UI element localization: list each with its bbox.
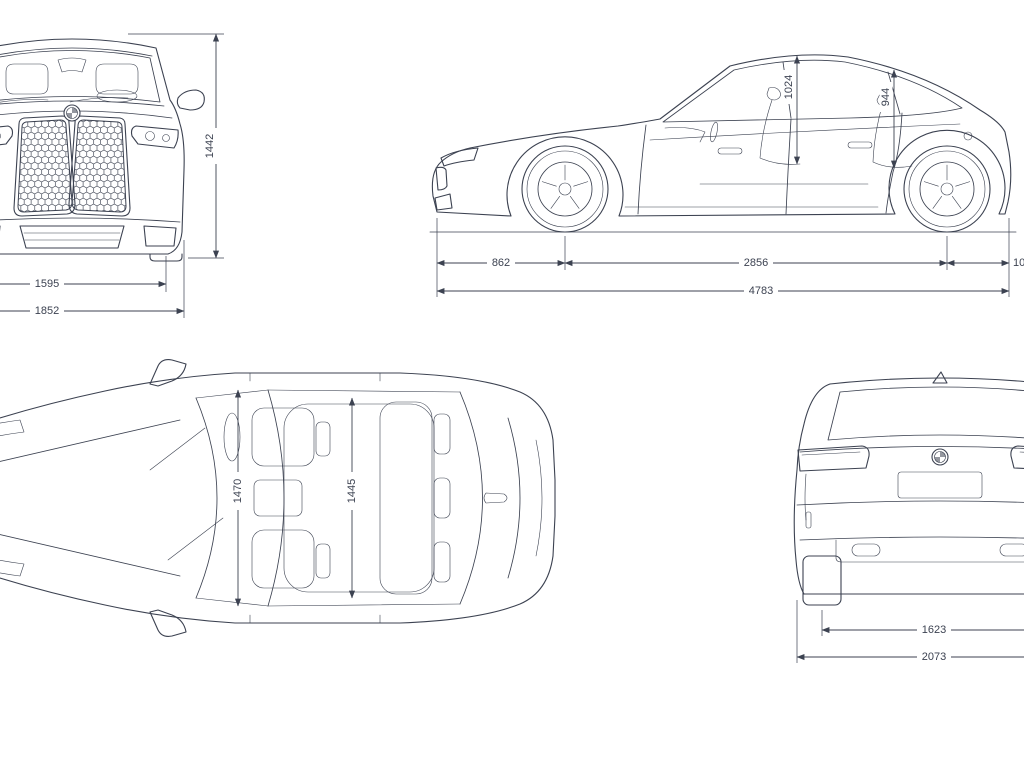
interior-width-rear-dimension: 1445 [345, 397, 359, 599]
top-trunk-arc [507, 417, 521, 579]
dim-label-rear-overhang: 106 [1013, 257, 1024, 269]
rearview-mirror [57, 57, 87, 73]
rear-car-drawing [793, 371, 1024, 606]
side-mirror-right [176, 89, 205, 111]
rear-side-left [793, 383, 831, 595]
taillight-left [797, 445, 870, 472]
side-character-line [649, 123, 961, 141]
rear-tire-left [802, 555, 842, 606]
dim-label-front-overhang: 862 [492, 257, 510, 269]
front-roofline [0, 47, 153, 57]
side-view: 1024 944 862 2856 106 4783 [429, 54, 1024, 298]
front-track-dimension: 1595 [0, 256, 167, 292]
brand-roundel-rear [931, 448, 949, 466]
dim-label-width: 1852 [35, 305, 59, 317]
exhaust-right [999, 543, 1024, 557]
front-height-dimension: 1442 [128, 33, 224, 259]
front-headrest-right [95, 63, 139, 95]
rear-view: 1623 2073 [793, 371, 1024, 664]
rear-antenna-fin [932, 371, 948, 384]
side-body-outline [431, 54, 1012, 217]
front-door-trailing-seam [785, 118, 792, 215]
dim-label-rear-width: 2073 [922, 651, 946, 663]
top-roof-sides [267, 389, 461, 607]
rear-door-seam [885, 112, 903, 214]
rear-bumper-top [796, 500, 1024, 506]
side-headlight [440, 147, 479, 167]
exhaust-left [851, 543, 881, 557]
front-headlight-left [0, 125, 14, 146]
front-kidney-grille [13, 115, 131, 217]
front-headrest-left [5, 63, 49, 95]
top-car-drawing [0, 359, 556, 637]
front-car-drawing [0, 38, 205, 262]
rear-window [827, 386, 1024, 441]
license-plate-recess [897, 471, 983, 499]
rear-bumper-lower [799, 536, 1024, 541]
front-body-outline [0, 38, 185, 255]
rear-roof [829, 377, 1024, 385]
dim-label-headroom-front: 1024 [783, 75, 795, 99]
front-wheel [521, 145, 609, 233]
dim-label-length: 4783 [749, 285, 773, 297]
brand-roundel-front [63, 104, 81, 122]
front-headlight-right [130, 125, 179, 149]
front-hood-line [0, 110, 173, 119]
grille-mesh-left [17, 119, 73, 213]
front-width-dimension: 1852 [0, 240, 185, 318]
top-headlight-right [0, 560, 25, 577]
side-car-drawing [429, 54, 1017, 233]
side-glasshouse [662, 59, 963, 123]
taillight-right [1010, 445, 1024, 470]
door-handle-front [717, 147, 743, 155]
grille-mesh-right [71, 119, 127, 213]
interior-width-front-dimension: 1470 [231, 389, 245, 607]
top-headlight-left [0, 419, 25, 436]
top-mirror-right [149, 609, 187, 637]
top-rear-window-arc [459, 391, 483, 605]
headroom-front-dimension: 1024 [782, 55, 801, 165]
dim-label-interior-width-front: 1470 [232, 479, 244, 503]
rear-track-dimension: 1623 [821, 610, 1024, 637]
front-lower-intake [19, 225, 125, 249]
dim-label-rear-track: 1623 [922, 624, 946, 636]
dim-label-wheelbase: 2856 [744, 257, 768, 269]
dim-label-headroom-rear: 944 [880, 88, 892, 106]
dim-label-interior-width-rear: 1445 [346, 479, 358, 503]
top-mirror-left [149, 359, 187, 387]
front-bumper-crease [0, 217, 181, 223]
fuel-flap [963, 131, 973, 141]
side-front-intake [434, 193, 453, 211]
top-wipers [149, 427, 224, 561]
rear-width-dimension: 2073 [796, 600, 1024, 664]
dim-label-height: 1442 [204, 134, 216, 158]
side-kidney [435, 166, 448, 191]
rear-diffuser [835, 539, 1024, 563]
steering-wheel [96, 89, 138, 103]
top-body-outline [0, 372, 556, 624]
front-door-seam [637, 124, 647, 215]
top-antenna-fin [483, 492, 508, 504]
rear-wheel [903, 145, 991, 233]
dim-label-track: 1595 [35, 278, 59, 290]
side-length-dimensions: 862 2856 106 4783 [436, 218, 1024, 298]
top-interior-seats [223, 401, 451, 595]
top-roof-front-arc [267, 389, 285, 607]
front-cowl-line [0, 100, 165, 107]
door-handle-rear [847, 141, 873, 149]
top-cowl-arc [195, 397, 218, 599]
reflector-left [805, 511, 812, 529]
trunk-seam [799, 446, 1024, 453]
top-view: 1470 1445 [0, 359, 556, 637]
front-view: 1442 1595 1852 [0, 33, 224, 318]
headroom-rear-dimension: 944 [879, 69, 898, 169]
front-windshield [0, 50, 161, 103]
front-side-vent-right [143, 225, 177, 247]
